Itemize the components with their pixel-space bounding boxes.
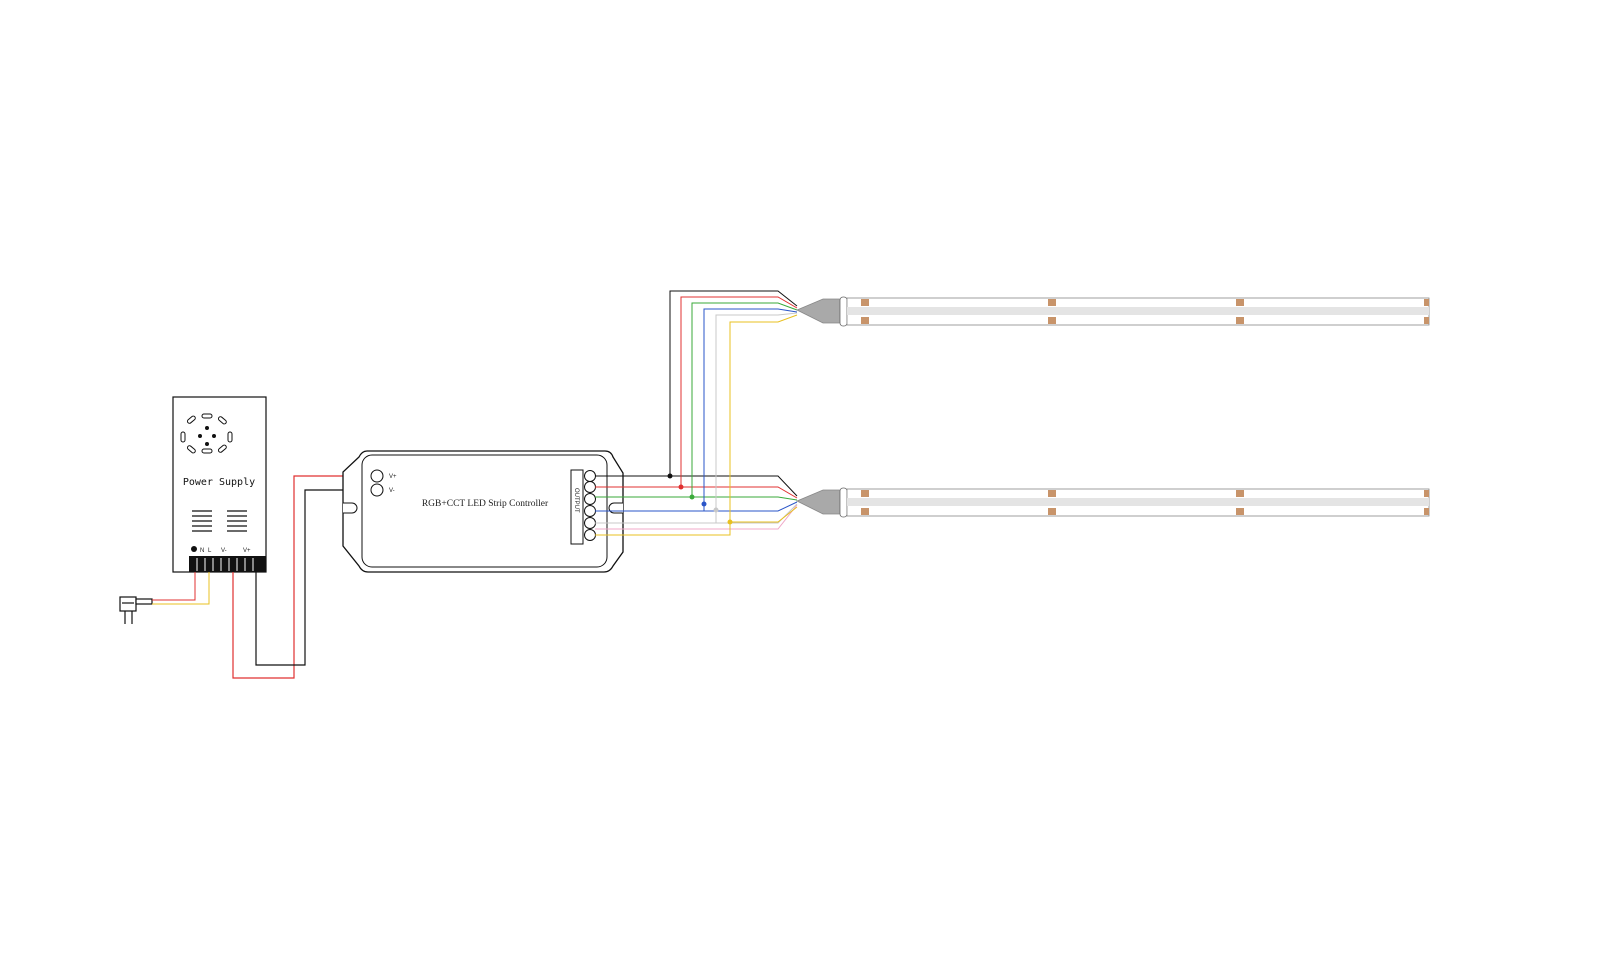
- led-strip-upper: [796, 296, 1430, 327]
- input-label-vplus: V+: [389, 474, 397, 480]
- wire-red-upper: [680, 296, 798, 487]
- input-terminal-vplus: [370, 469, 384, 483]
- mount-notch-left: [343, 502, 358, 514]
- output-terminal-5: [584, 517, 596, 529]
- wire-green-lower: [595, 496, 798, 501]
- led-strip-lower: [796, 487, 1430, 518]
- strip-led-line-lower: [847, 498, 1429, 506]
- strip-end-cap-upper: [839, 296, 848, 327]
- ac-plug-icon: [119, 596, 153, 624]
- wire-yellow-upper: [729, 314, 798, 522]
- strip-led-line-upper: [847, 307, 1429, 315]
- controller-inner-body: [361, 454, 608, 568]
- output-terminals: [584, 470, 596, 541]
- strip-connector-lower: [796, 489, 841, 515]
- wire-blue-lower: [595, 501, 798, 512]
- terminal-label-n: N: [200, 548, 204, 554]
- output-wires: [595, 290, 798, 536]
- input-label-vminus: V-: [389, 488, 395, 494]
- strip-end-cap-lower: [839, 487, 848, 518]
- wire-black-lower: [595, 475, 798, 497]
- dc-wire-positive: [232, 475, 375, 679]
- output-terminal-4: [584, 505, 596, 517]
- terminal-label-l: L: [208, 548, 212, 554]
- junction-dots: [667, 473, 733, 525]
- output-terminal-6: [584, 529, 596, 541]
- wire-black-upper: [669, 290, 798, 476]
- dc-power-wires: [232, 475, 375, 679]
- input-terminal-vminus: [370, 483, 384, 497]
- ac-wire-brown: [152, 572, 196, 601]
- vent-slots: [192, 510, 247, 532]
- wire-pink-lower: [595, 504, 798, 530]
- wire-white-lower: [595, 503, 798, 524]
- ground-icon: [191, 546, 197, 552]
- terminal-block: [189, 556, 266, 572]
- terminal-label-vminus: V-: [221, 548, 227, 554]
- wire-blue-upper: [703, 308, 798, 511]
- output-terminal-1: [584, 470, 596, 482]
- fan-grill-icon: [180, 413, 233, 454]
- controller: V+ V- RGB+CCT LED Strip Controller OUTPU…: [342, 450, 624, 573]
- dc-wire-negative: [255, 489, 375, 666]
- strip-connector-upper: [796, 298, 841, 324]
- ac-input-wires: [152, 572, 210, 605]
- terminal-label-vplus: V+: [243, 548, 251, 554]
- power-supply-label: Power Supply: [183, 477, 255, 488]
- wire-white-upper: [715, 312, 798, 523]
- power-supply: Power Supply N L V- V+: [172, 396, 267, 573]
- wire-red-lower: [595, 486, 798, 499]
- ac-wire-yellow: [152, 572, 210, 605]
- power-supply-body: [172, 396, 267, 573]
- output-terminal-3: [584, 493, 596, 505]
- output-terminal-strip: [570, 469, 584, 545]
- controller-label: RGB+CCT LED Strip Controller: [422, 499, 549, 509]
- solder-pads-lower: [861, 490, 1429, 515]
- wire-green-upper: [691, 302, 798, 497]
- output-terminal-2: [584, 481, 596, 493]
- output-label: OUTPUT: [573, 488, 579, 513]
- solder-pads-upper: [861, 299, 1429, 324]
